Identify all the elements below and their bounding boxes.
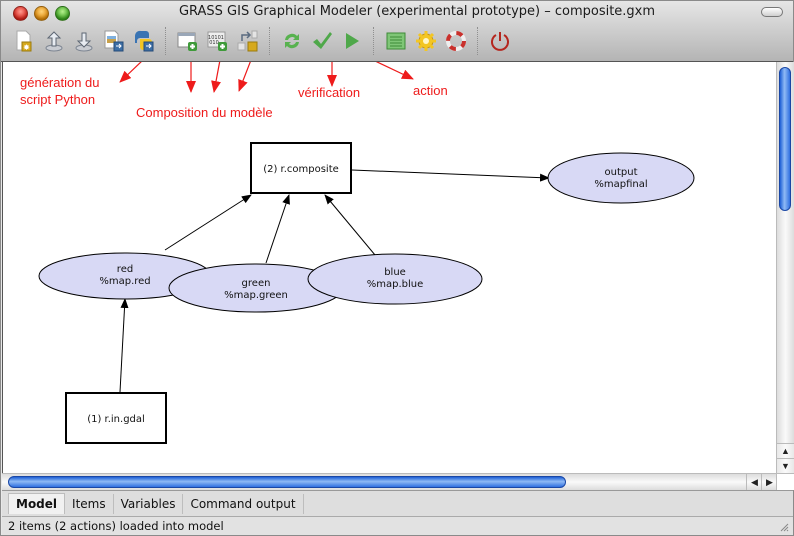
minimize-window-button[interactable] (34, 6, 49, 21)
quit-button[interactable] (485, 26, 515, 56)
save-model-button[interactable] (69, 26, 99, 56)
power-icon (491, 32, 509, 51)
annotation-arrow-run (375, 62, 414, 80)
vertical-scrollbar[interactable]: ▲ ▼ (776, 62, 794, 474)
data-node-name: red (117, 264, 133, 275)
tab-command-output[interactable]: Command output (183, 493, 304, 514)
model-diagram: red %map.red green %map.green blue %map.… (38, 62, 695, 444)
data-node-value: %map.blue (367, 279, 424, 290)
variables-button[interactable] (381, 26, 411, 56)
relation-red-rcomposite[interactable] (164, 194, 252, 251)
annotation-arrow-relation (238, 62, 251, 92)
open-model-button[interactable] (39, 26, 69, 56)
annotation-python-line1: génération du (20, 75, 100, 90)
new-document-icon: ✸ (16, 30, 32, 52)
gear-icon (416, 31, 436, 51)
relation-blue-rcomposite[interactable] (324, 194, 376, 256)
redraw-icon (285, 33, 299, 49)
add-data-icon: 10101 010 (207, 31, 227, 51)
upload-icon (45, 31, 63, 52)
status-text: 2 items (2 actions) loaded into model (8, 519, 224, 533)
scroll-down-button[interactable]: ▼ (777, 458, 794, 474)
toolbar-separator (269, 27, 271, 55)
annotation-composition: Composition du modèle (136, 105, 273, 120)
window-title: GRASS GIS Graphical Modeler (experimenta… (178, 4, 656, 19)
action-node-label: (1) r.in.gdal (87, 414, 145, 425)
data-node-value: %mapfinal (594, 179, 647, 190)
export-image-button[interactable] (99, 26, 129, 56)
title-bar: GRASS GIS Graphical Modeler (experimenta… (1, 1, 793, 62)
relation-rcomposite-output[interactable] (351, 169, 550, 182)
relation-green-rcomposite[interactable] (265, 194, 290, 264)
horizontal-scrollbar[interactable]: ◀ ▶ (2, 473, 776, 490)
data-node-output[interactable]: output %mapfinal (547, 152, 695, 204)
redraw-button[interactable] (277, 26, 307, 56)
annotation-python-line2: script Python (20, 92, 96, 107)
close-window-button[interactable] (13, 6, 28, 21)
toolbar-separator (477, 27, 479, 55)
run-button[interactable] (337, 26, 367, 56)
download-icon (75, 32, 93, 52)
action-node-ringdal[interactable]: (1) r.in.gdal (65, 392, 167, 444)
relation-ringdal-red[interactable] (119, 298, 129, 393)
notebook-tabs: Model Items Variables Command output (2, 490, 793, 516)
data-node-green[interactable]: green %map.green (168, 263, 344, 313)
scroll-left-button[interactable]: ◀ (746, 474, 762, 490)
scroll-corner (776, 473, 794, 490)
model-canvas[interactable]: red %map.red green %map.green blue %map.… (2, 62, 777, 473)
export-image-icon (104, 30, 124, 52)
play-icon (346, 33, 359, 49)
add-action-icon (177, 32, 197, 51)
lifebuoy-icon (446, 31, 466, 51)
annotation-verification: vérification (298, 85, 361, 100)
resize-grip-icon[interactable] (779, 522, 789, 532)
vertical-scroll-thumb[interactable] (779, 67, 791, 211)
add-data-button[interactable]: 10101 010 (203, 26, 233, 56)
zoom-window-button[interactable] (55, 6, 70, 21)
relations (119, 169, 550, 393)
data-node-name: blue (384, 267, 406, 278)
svg-text:10101: 10101 (208, 35, 224, 41)
annotation-arrows (119, 62, 414, 93)
validate-button[interactable] (307, 26, 337, 56)
python-export-icon (134, 30, 154, 52)
tab-variables[interactable]: Variables (114, 493, 184, 514)
settings-button[interactable] (411, 26, 441, 56)
data-node-name: green (242, 278, 271, 289)
new-model-button[interactable]: ✸ (9, 26, 39, 56)
data-node-blue[interactable]: blue %map.blue (307, 253, 483, 305)
data-node-value: %map.green (224, 290, 288, 301)
toolbar: ✸ (9, 25, 515, 57)
action-node-rcomposite[interactable]: (2) r.composite (250, 142, 352, 194)
annotation-arrow-python (119, 62, 142, 83)
help-button[interactable] (441, 26, 471, 56)
scroll-right-button[interactable]: ▶ (761, 474, 777, 490)
list-icon (386, 32, 406, 50)
toolbar-separator (373, 27, 375, 55)
export-python-button[interactable] (129, 26, 159, 56)
data-node-value: %map.red (99, 276, 150, 287)
data-node-name: output (605, 167, 638, 178)
tab-items[interactable]: Items (65, 493, 114, 514)
horizontal-scroll-thumb[interactable] (8, 476, 566, 488)
relation-icon (237, 30, 258, 52)
action-node-label: (2) r.composite (263, 164, 339, 175)
toolbar-toggle-button[interactable] (761, 7, 783, 17)
manual-relation-button[interactable] (233, 26, 263, 56)
status-bar: 2 items (2 actions) loaded into model (2, 516, 793, 535)
tab-model[interactable]: Model (8, 493, 66, 514)
toolbar-separator (165, 27, 167, 55)
annotation-action: action (413, 83, 448, 98)
checkmark-icon (313, 32, 332, 49)
svg-text:010: 010 (209, 40, 219, 46)
add-action-button[interactable] (173, 26, 203, 56)
annotation-arrow-data (211, 62, 221, 93)
scroll-up-button[interactable]: ▲ (777, 443, 794, 459)
svg-text:✸: ✸ (23, 43, 30, 52)
